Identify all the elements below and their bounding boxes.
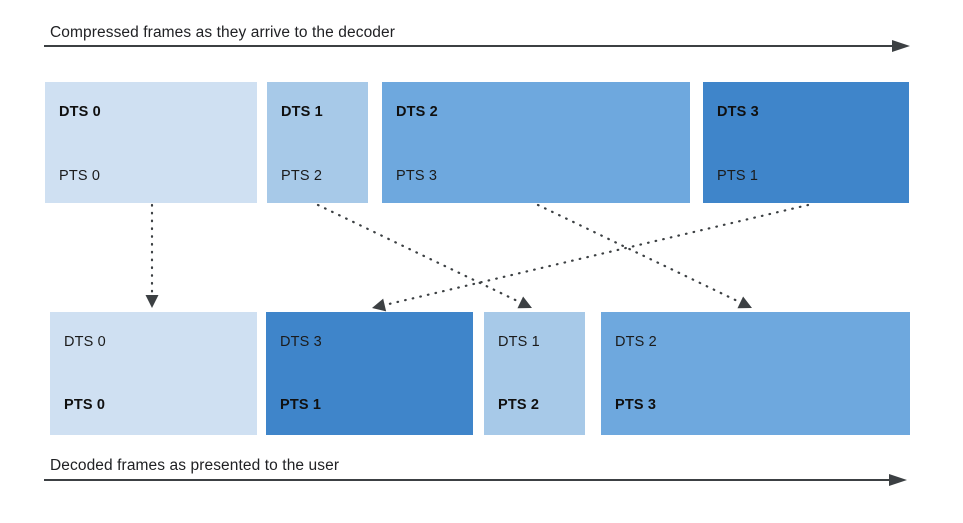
frame-box-compressed-0: DTS 0 PTS 0 <box>45 82 257 203</box>
pts-label: PTS 0 <box>59 168 101 184</box>
dts-label: DTS 3 <box>280 334 322 350</box>
pts-label: PTS 2 <box>498 397 540 413</box>
frame-box-compressed-2: DTS 2 PTS 3 <box>382 82 690 203</box>
frame-box-decoded-3: DTS 2 PTS 3 <box>601 312 910 435</box>
dts-label: DTS 3 <box>717 104 759 120</box>
pts-label: PTS 3 <box>615 397 657 413</box>
connector-frame1-line <box>316 203 522 304</box>
connector-frame0-arrowhead <box>145 295 159 308</box>
timeline-arrow-top <box>44 40 910 54</box>
connector-frame3-arrowhead <box>372 298 387 312</box>
decoded-frames-caption: Decoded frames as presented to the user <box>50 457 340 474</box>
dts-label: DTS 1 <box>281 104 323 120</box>
pts-label: PTS 3 <box>396 168 438 184</box>
pts-label: PTS 1 <box>717 168 759 184</box>
pts-label: PTS 0 <box>64 397 106 413</box>
dts-label: DTS 0 <box>64 334 106 350</box>
compressed-frames-caption: Compressed frames as they arrive to the … <box>50 24 395 41</box>
pts-label: PTS 2 <box>281 168 323 184</box>
connector-frame3-line <box>383 203 810 307</box>
frame-box-compressed-1: DTS 1 PTS 2 <box>267 82 368 203</box>
dts-label: DTS 1 <box>498 334 540 350</box>
dts-label: DTS 2 <box>615 334 657 350</box>
frame-box-decoded-2: DTS 1 PTS 2 <box>484 312 585 435</box>
pts-label: PTS 1 <box>280 397 322 413</box>
frame-box-compressed-3: DTS 3 PTS 1 <box>703 82 909 203</box>
frame-box-decoded-1: DTS 3 PTS 1 <box>266 312 473 435</box>
frame-box-decoded-0: DTS 0 PTS 0 <box>50 312 257 435</box>
connector-frame1-arrowhead <box>517 296 532 309</box>
dts-label: DTS 0 <box>59 104 101 120</box>
connector-frame2-line <box>536 203 742 304</box>
dts-label: DTS 2 <box>396 104 438 120</box>
connector-frame2-arrowhead <box>737 296 752 309</box>
timeline-arrow-bottom <box>44 474 910 488</box>
